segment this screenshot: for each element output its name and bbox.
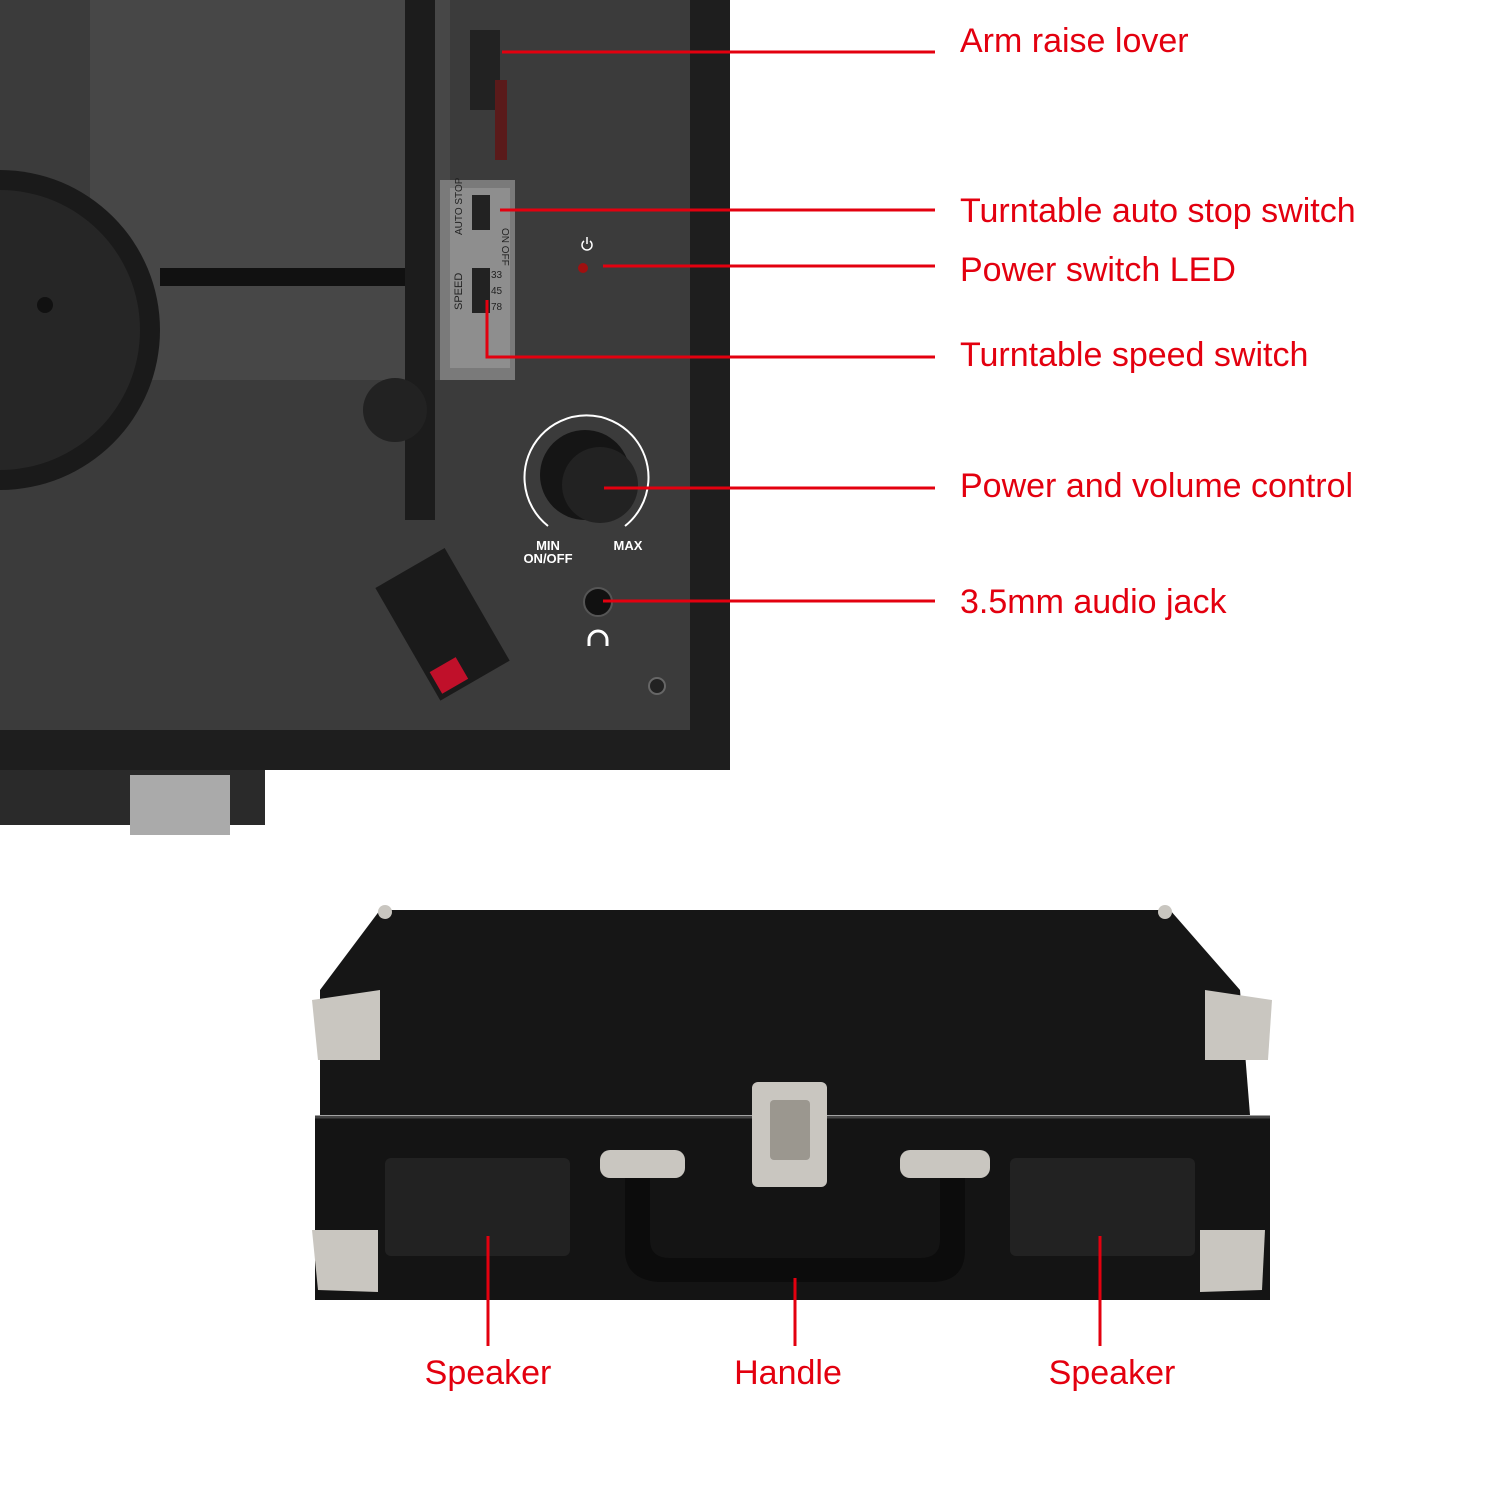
headphone-icon [587,629,609,646]
auto-stop-marking: AUTO STOP [454,177,465,235]
label-volume-control: Power and volume control [960,467,1354,505]
right-speaker-grille [1010,1158,1195,1256]
tonearm [405,0,435,520]
headshell [375,548,510,701]
max-marking: MAX [614,538,643,553]
label-power-led: Power switch LED [960,251,1236,289]
min-marking: MIN [536,538,560,553]
label-right-speaker: Speaker [1048,1354,1176,1392]
label-handle: Handle [734,1354,842,1392]
speed-45: 45 [491,286,503,297]
left-speaker-grille [385,1158,570,1256]
power-led [578,263,588,273]
speed-33: 33 [491,270,503,281]
hinge [130,775,230,835]
handle [625,1160,965,1282]
label-arm-raise-lever: Arm raise lover [960,22,1189,60]
label-speed-switch: Turntable speed switch [960,336,1309,374]
speed-marking: SPEED [453,273,465,310]
on-off-knob-marking: ON/OFF [523,551,572,566]
label-auto-stop-switch: Turntable auto stop switch [960,192,1356,230]
turntable-panel: AUTO STOP ON OFF SPEED 33 45 78 MIN ON/O… [0,0,730,835]
label-left-speaker: Speaker [424,1354,552,1392]
corner [1205,990,1272,1060]
label-audio-jack: 3.5mm audio jack [960,583,1227,621]
corner [1200,1230,1265,1292]
power-icon [581,237,593,251]
callout-lines [485,50,1102,1346]
corner [312,1230,378,1292]
auto-stop-switch [472,195,490,230]
corner [312,990,380,1060]
screw [648,677,666,695]
speed-78: 78 [491,302,503,313]
callout-line-speed [485,300,935,359]
on-off-marking: ON OFF [499,228,510,266]
suitcase-player [312,905,1272,1300]
